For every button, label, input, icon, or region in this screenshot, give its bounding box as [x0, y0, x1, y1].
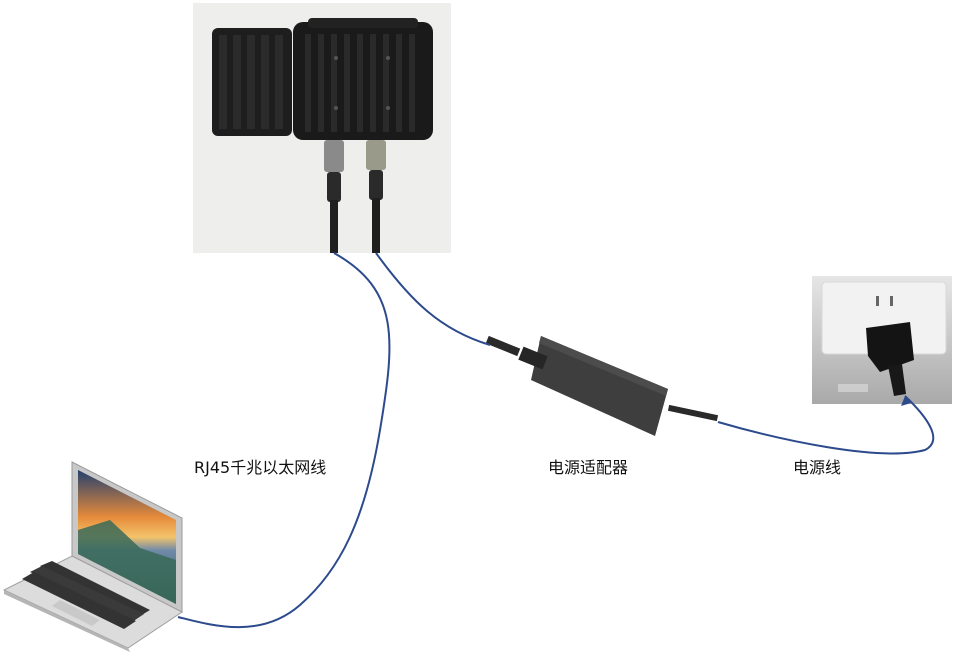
power-cord-label: 电源线 [793, 458, 842, 477]
ethernet-cable [177, 252, 391, 629]
power-adapter-icon [485, 335, 719, 436]
dc-cable [375, 252, 491, 346]
arrow-head [901, 396, 911, 406]
camera-device-icon [193, 3, 451, 253]
power-adapter-label: 电源适配器 [548, 458, 629, 477]
wall-outlet-icon [812, 276, 952, 404]
laptop-icon [2, 461, 183, 652]
power-cord [717, 395, 935, 455]
ethernet-cable-label: RJ45千兆以太网线 [194, 458, 327, 477]
